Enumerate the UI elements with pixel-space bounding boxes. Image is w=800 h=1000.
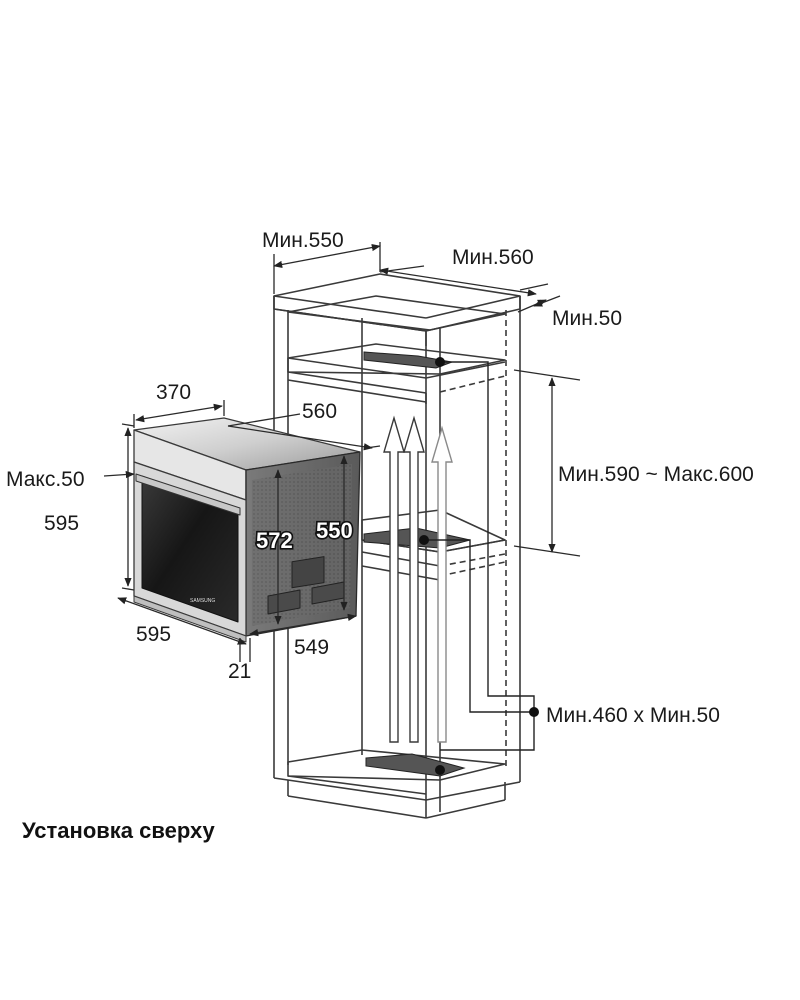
label-oven-width-front: 595 xyxy=(136,623,171,646)
label-opening-height: Мин.590 ~ Макс.600 xyxy=(558,463,754,486)
label-cabinet-depth-min: Мин.550 xyxy=(262,229,344,252)
label-oven-top-offset: Макс.50 xyxy=(6,468,85,491)
opening-height-dimension xyxy=(513,369,581,557)
vent-slot-bottom xyxy=(365,753,466,777)
diagram-caption: Установка сверху xyxy=(22,818,215,843)
label-cabinet-width-min: Мин.560 xyxy=(452,246,534,269)
airflow-arrow-2 xyxy=(403,415,425,743)
cabinet-upper-shelf xyxy=(287,343,506,375)
label-oven-height: 595 xyxy=(44,512,79,535)
label-oven-depth-top: 370 xyxy=(156,381,191,404)
cabinet-top-dimensions xyxy=(273,242,561,313)
airflow-arrows xyxy=(383,415,453,743)
label-oven-width-top: 560 xyxy=(302,400,337,423)
dimension-labels: Мин.550 Мин.560 Мин.50 Мин.590 ~ Макс.60… xyxy=(6,229,754,727)
cabinet-top-panel xyxy=(273,273,521,332)
label-vent-opening: Мин.460 x Мин.50 xyxy=(546,704,720,727)
oven-dimension-lines xyxy=(103,400,381,662)
airflow-arrow-1 xyxy=(383,415,405,743)
label-oven-depth-bottom: 549 xyxy=(294,636,329,659)
vent-callout-dots xyxy=(419,357,539,775)
label-oven-front-thickness: 21 xyxy=(228,660,251,683)
cabinet-bottom-shelf xyxy=(287,749,506,781)
airflow-arrow-3 xyxy=(431,425,453,743)
oven-handle xyxy=(135,473,241,516)
oven-brand-mark: SAMSUNG xyxy=(190,598,215,604)
label-oven-body-height: 572 xyxy=(256,528,293,553)
vent-callout-lines xyxy=(424,361,535,751)
label-oven-body-depth: 550 xyxy=(316,518,353,543)
label-side-gap-min: Мин.50 xyxy=(552,307,622,330)
